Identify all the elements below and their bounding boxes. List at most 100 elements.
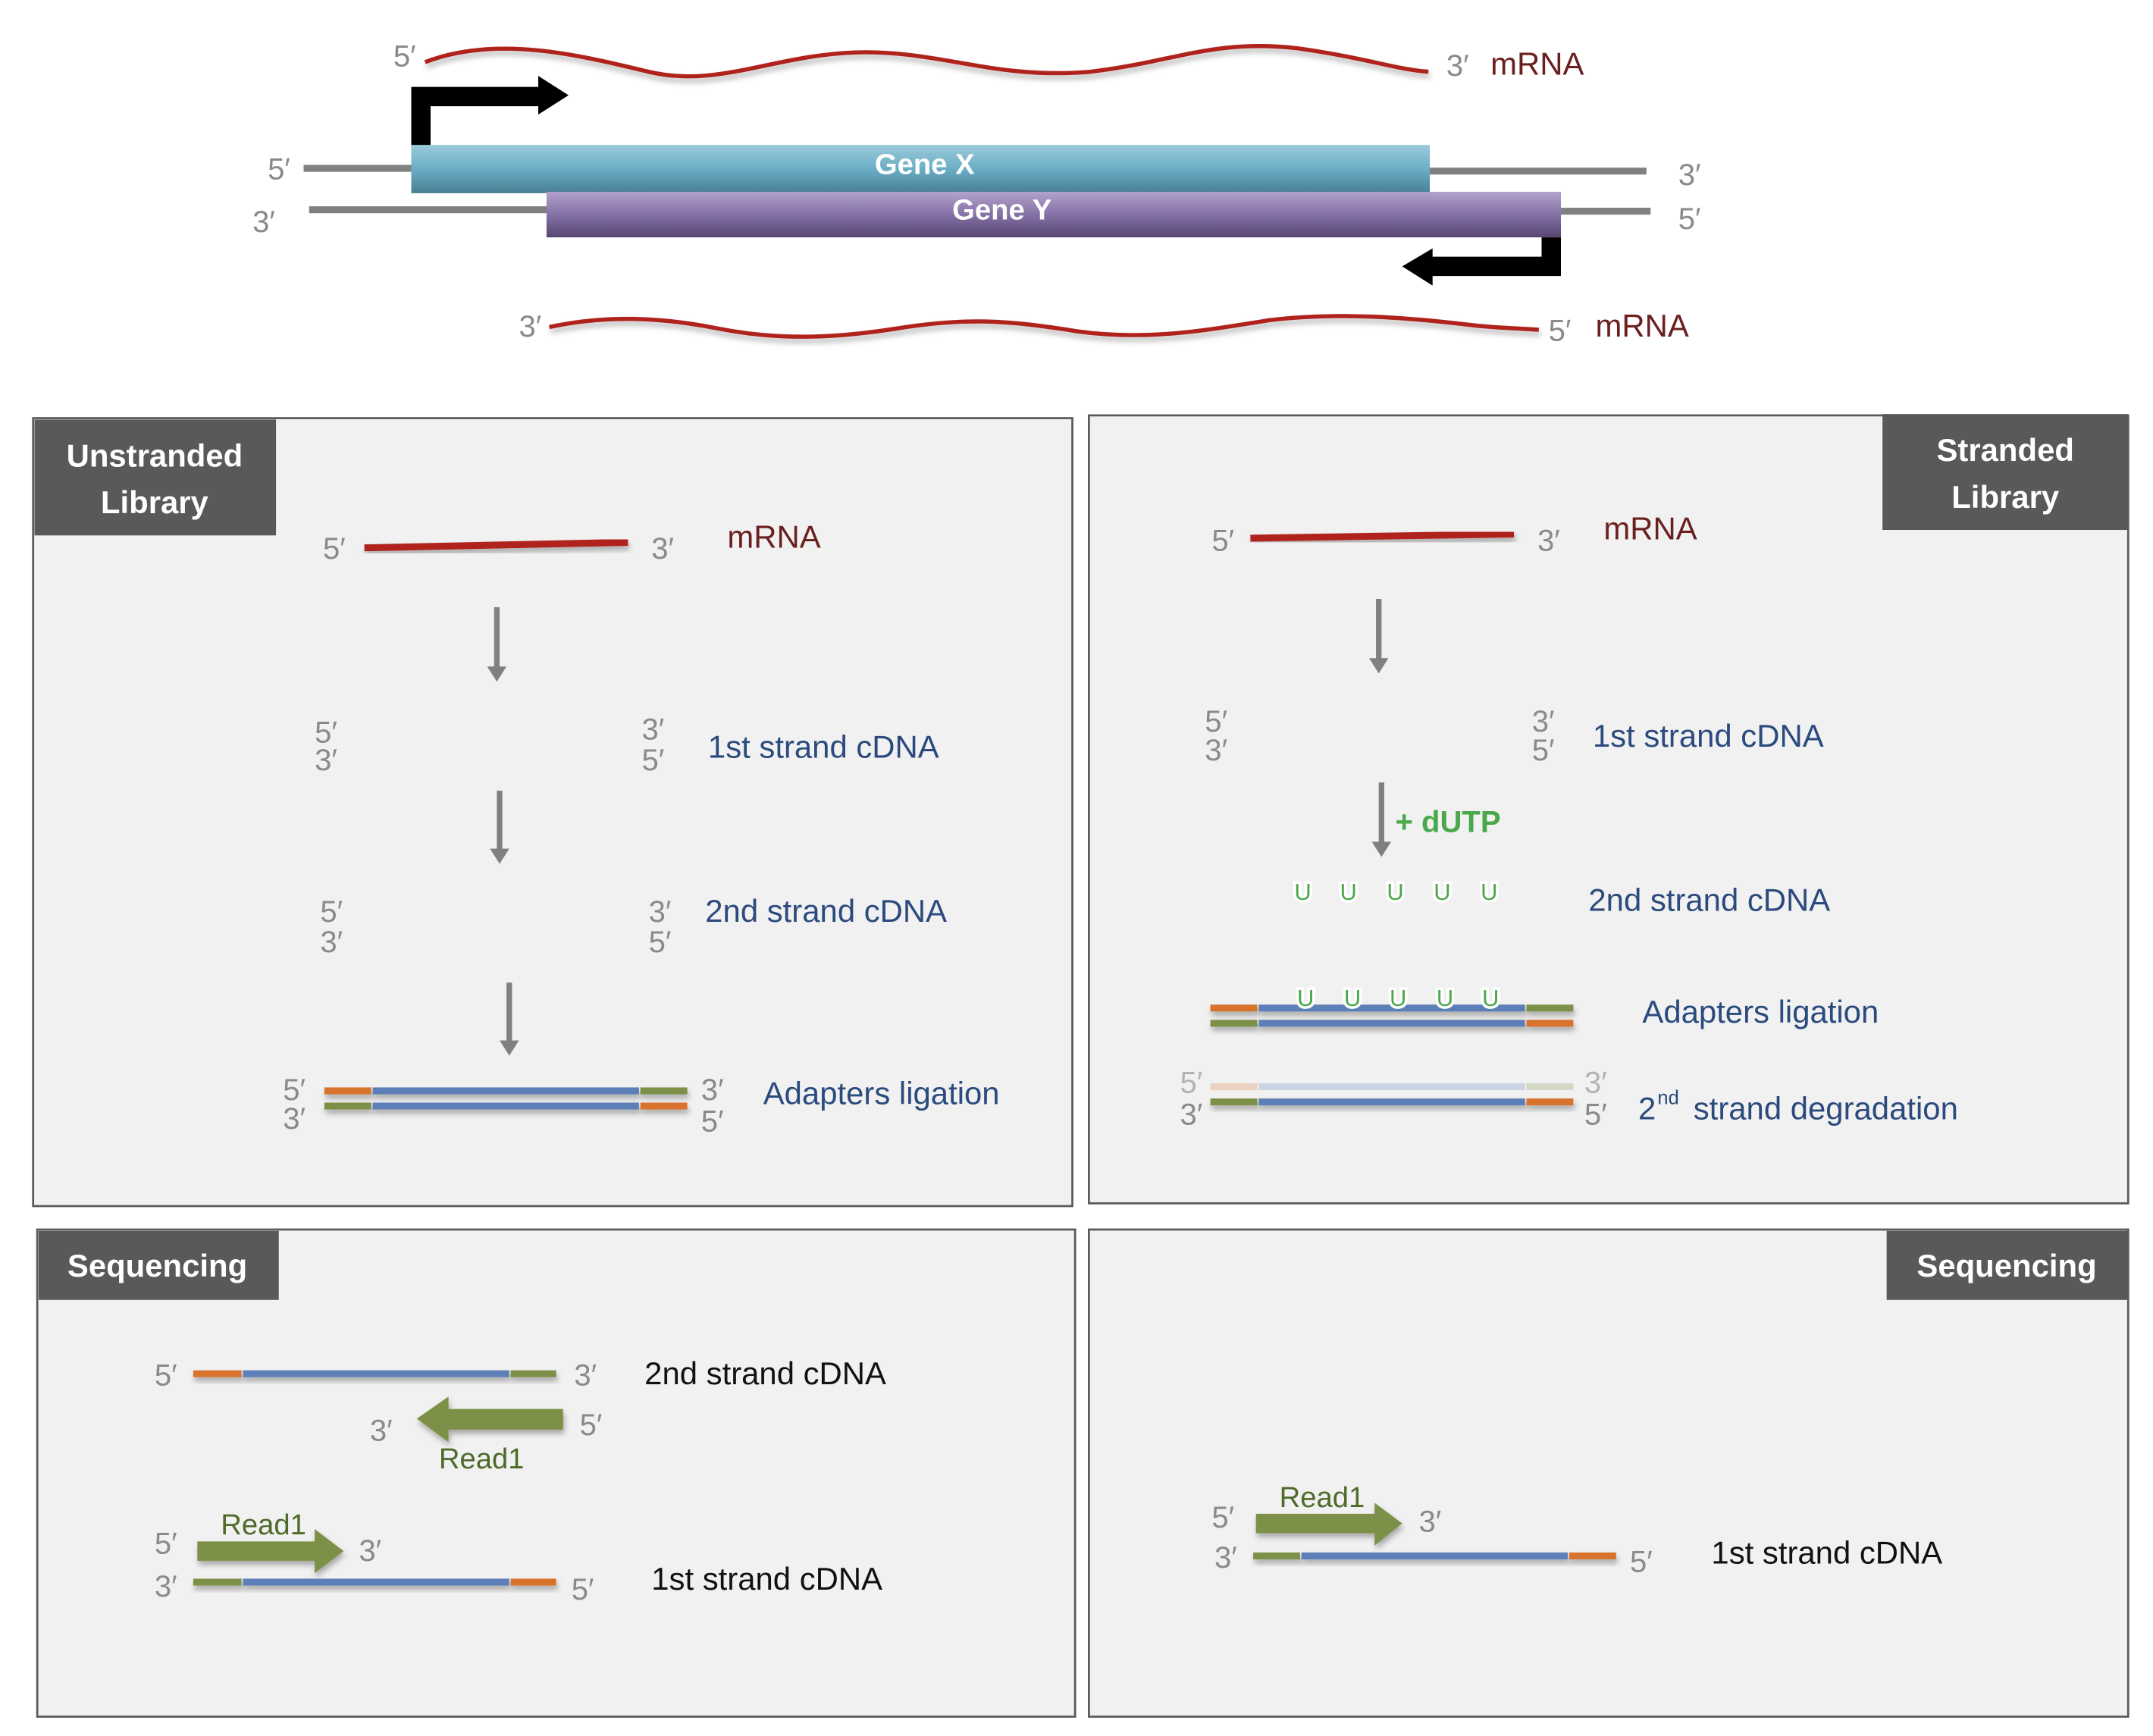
unstranded-panel-box [32,417,1073,1208]
sl-bottom-3prime: 3′ [155,1570,177,1603]
promoter-arrow-gene-x-icon [411,76,569,149]
u-insert-top [372,1087,639,1095]
s-deg-5prime-right: 5′ [1584,1098,1607,1132]
unstranded-header-line2: Library [101,484,209,520]
dutp-label: + dUTP [1396,806,1501,839]
s-adapter-orange-bottom [1526,1020,1574,1027]
s-1st-3prime-right: 3′ [1532,705,1555,738]
sr-read1-forward-arrow-icon [1255,1503,1402,1546]
dna-top-5prime: 5′ [268,153,290,186]
s-adapter-green-bottom [1210,1020,1258,1027]
sl-read1-label-bottom: Read1 [221,1509,306,1541]
sl-2nd-adapter-orange [193,1370,242,1377]
mrna-bottom-3prime: 3′ [519,310,542,343]
s-deg-5prime: 5′ [1180,1067,1203,1100]
s-degraded-adapter-orange [1210,1083,1258,1091]
uracil-marker: U [1340,879,1356,905]
promoter-arrow-gene-y-icon [1402,237,1561,286]
sr-adapter-green [1253,1552,1300,1559]
u-arrow-1-head-icon [487,666,507,682]
s-arrow-2-head-icon [1371,841,1392,857]
u-ad-3prime: 3′ [283,1102,306,1136]
sl-2nd-strand [193,1370,556,1377]
s-mrna-5prime: 5′ [1211,524,1234,557]
uracil-marker: U [1294,879,1311,905]
s-arrow-1-head-icon [1368,658,1389,674]
seq-right-panel-box [1088,1228,2129,1718]
u-arrow-2-head-icon [490,848,509,864]
sl-1st-adapter-orange [510,1578,556,1586]
s-degraded-insert [1258,1083,1525,1091]
mrna-top-5prime: 5′ [393,39,416,73]
stranded-library-panel: Stranded Library 5′ 3′ mRNA 5′ 3′ 3′ 5′ … [1088,414,2129,1205]
s-adapter-orange-top [1210,1004,1258,1012]
sl-bottom-5prime: 5′ [572,1573,594,1606]
u-ad-3prime-right: 3′ [701,1073,724,1107]
u-1st-3prime-right: 3′ [642,713,665,747]
sl-1st-strand-label: 1st strand cDNA [651,1561,882,1597]
s-1st-5prime: 5′ [1205,705,1227,738]
sl-top-5prime: 5′ [155,1359,177,1393]
u-1st-5prime-right: 5′ [642,744,665,777]
mrna-top-wave [424,43,1429,79]
stranded-header-line1: Stranded [1936,432,2073,468]
sl-2nd-adapter-green [510,1370,556,1377]
uracil-marker: U [1297,985,1314,1011]
sl-read-5prime: 5′ [580,1409,603,1442]
s-step-mrna-label: mRNA [1603,511,1697,547]
mrna-bottom-5prime: 5′ [1549,315,1572,348]
s-1st-5prime-right: 5′ [1532,734,1555,767]
stranded-header-box [1882,414,2129,531]
u-ad-5prime-right: 5′ [701,1105,724,1139]
mrna-bottom-wave [548,314,1540,339]
u-1st-5prime: 5′ [315,716,337,749]
s-adapter-uracils: U U U U U [1294,982,1502,1014]
s-insert-bottom [1258,1020,1525,1027]
u-adapter-green-bottom [324,1102,371,1110]
u-step-1st-strand-label: 1st strand cDNA [708,729,939,764]
mrna-top-label: mRNA [1490,45,1584,81]
u-mrna-strand [364,538,628,552]
u-2nd-3prime-right: 3′ [649,895,672,929]
sl-read-3prime: 3′ [370,1414,393,1447]
stranded-panel-box [1088,414,2129,1205]
seq-left-header-box [38,1230,279,1300]
u-adapter-orange-bottom [640,1102,688,1110]
u-adapter-green-top [640,1087,688,1095]
s-2nd-uracils: U U U U U [1292,876,1500,907]
u-step-2nd-strand-label: 2nd strand cDNA [705,893,947,929]
s-step-degradation-sup: nd [1657,1087,1678,1108]
dna-bottom-3prime: 3′ [252,205,275,239]
uracil-marker: U [1387,879,1403,905]
uracil-marker: U [1434,879,1450,905]
sr-read-5prime: 5′ [1211,1501,1234,1534]
sr-1st-strand [1253,1552,1616,1559]
sr-read-3prime: 3′ [1418,1506,1441,1539]
sr-adapter-orange [1569,1552,1616,1559]
gene-x-block [411,145,1431,193]
unstranded-header-box [34,419,277,536]
s-adapter-ligated-duplex [1210,1004,1574,1027]
seq-right-header: Sequencing [1916,1248,2096,1283]
s-degraded-strand [1210,1083,1574,1091]
s-remaining-adapter-green [1210,1098,1258,1106]
sl-2nd-insert [243,1370,509,1377]
unstranded-library-panel: Unstranded Library 5′ 3′ mRNA 5′ 3′ 3′ 5… [32,417,1073,1208]
unstranded-header-line1: Unstranded [67,437,243,473]
u-2nd-5prime: 5′ [320,895,343,929]
u-ad-5prime: 5′ [283,1073,306,1107]
s-insert-top [1258,1004,1525,1012]
u-adapter-orange-top [324,1087,371,1095]
sl-read2-5prime: 5′ [155,1528,177,1561]
sequencing-right-panel: Sequencing Read1 5′ 3′ 3′ 5′ 1st strand … [1088,1228,2129,1718]
s-remaining-adapter-orange [1526,1098,1574,1106]
stranded-header-line2: Library [1951,479,2060,515]
seq-left-header: Sequencing [67,1248,247,1283]
s-mrna-3prime: 3′ [1537,524,1560,557]
gene-x-label: Gene X [875,148,975,180]
uracil-marker: U [1481,879,1497,905]
s-deg-3prime: 3′ [1180,1098,1203,1132]
sl-read2-3prime: 3′ [359,1534,381,1568]
s-step-2nd-strand-label: 2nd strand cDNA [1588,882,1830,917]
